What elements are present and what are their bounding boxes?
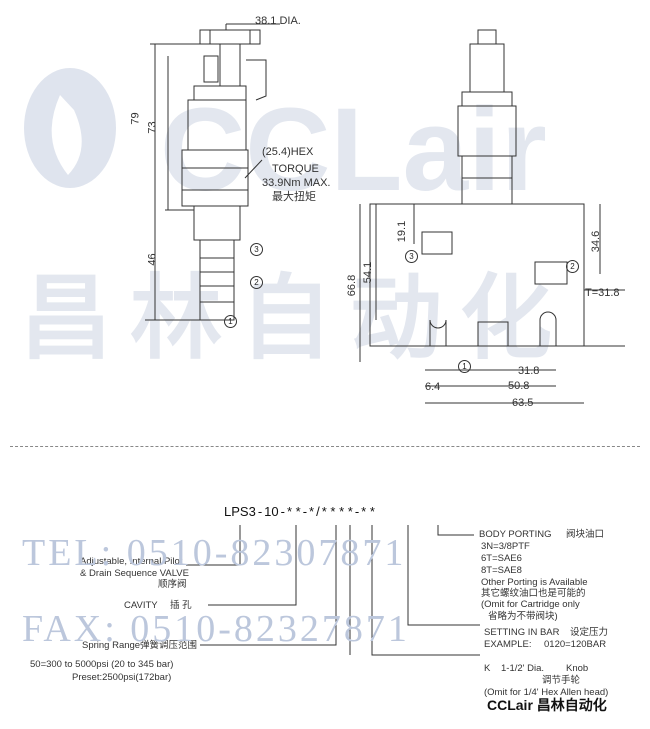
port-2-marker: 2 — [250, 276, 263, 289]
dim-34-6: 34.6 — [590, 230, 603, 253]
body-port-2-marker: 2 — [566, 260, 579, 273]
valve-type-cn: 顺序阀 — [158, 579, 187, 590]
torque-label: TORQUE — [272, 163, 319, 175]
body-porting-label: BODY PORTING — [479, 529, 552, 540]
spring-range-50: 50=300 to 5000psi (20 to 345 bar) — [30, 659, 174, 670]
setting-cn: 设定压力 — [570, 627, 609, 638]
watermark-tel: TEL: 0510-82307871 — [22, 532, 407, 574]
cartridge-drawing — [145, 23, 280, 321]
code-slash: / — [316, 504, 320, 519]
omit-hex: (Omit for 1/4' Hex Allen head) — [484, 687, 609, 698]
omit-cartridge-cn: 省略为不带阀块) — [488, 611, 558, 622]
cavity-cn: 插 孔 — [170, 600, 192, 611]
spring-range-label: Spring Range — [82, 640, 141, 651]
dim-63-5: 63.5 — [512, 397, 534, 409]
dim-6-4: 6.4 — [425, 381, 441, 393]
dim-19-1: 19.1 — [396, 220, 409, 243]
code-sep: - — [302, 504, 308, 519]
torque-cn: 最大扭矩 — [272, 191, 316, 203]
ordering-code: LPS3 - 10 - * * - * / * * * * - * * — [224, 504, 375, 519]
code-sep: - — [354, 504, 360, 519]
hex-label: (25.4)HEX — [262, 146, 314, 158]
dim-54-1: 54.1 — [362, 261, 375, 284]
code-spring: * * — [286, 504, 301, 519]
other-porting: Other Porting is Available — [481, 577, 588, 588]
dim-46: 46 — [146, 253, 159, 266]
code-cavity: 10 — [264, 504, 279, 519]
port-option-3n: 3N=3/8PTF — [481, 541, 530, 552]
code-leader-lines — [186, 525, 480, 656]
svg-text:昌林自动化: 昌林自动化 — [20, 265, 570, 372]
knob-word: Knob — [566, 663, 589, 674]
cavity-label: CAVITY — [124, 600, 158, 611]
dim-66-8: 66.8 — [346, 274, 359, 297]
knob-dia: 1-1/2' Dia. — [501, 663, 545, 674]
omit-cartridge: (Omit for Cartridge only — [481, 599, 580, 610]
dim-73: 73 — [146, 121, 159, 134]
body-drawing — [359, 29, 625, 404]
body-porting-cn: 阀块油口 — [566, 529, 605, 540]
body-port-1-marker: 1 — [458, 360, 471, 373]
section-divider — [10, 446, 640, 447]
dim-79: 79 — [129, 112, 142, 125]
valve-type-line1: Adjustable, Internal Pilot — [80, 556, 183, 567]
port-option-6t: 6T=SAE6 — [481, 553, 522, 564]
other-porting-cn: 其它螺纹油口也是可能的 — [481, 588, 586, 599]
watermark-fax: FAX: 0510-82327871 — [22, 608, 410, 650]
code-porting: * * — [361, 504, 375, 519]
setting-example: EXAMPLE: — [484, 639, 532, 650]
body-port-3-marker: 3 — [405, 250, 418, 263]
code-sep: - — [280, 504, 285, 519]
footer-brand: CCLair 昌林自动化 — [487, 697, 607, 713]
dim-50-8: 50.8 — [508, 380, 530, 392]
port-3-marker: 3 — [250, 243, 263, 256]
spring-range-cn: 弹簧调压范围 — [140, 640, 198, 651]
code-model: LPS3 — [224, 504, 256, 519]
knob-cn: 调节手轮 — [542, 675, 581, 686]
torque-value: 33.9Nm MAX. — [262, 177, 331, 189]
spring-preset: Preset:2500psi(172bar) — [72, 672, 172, 683]
knob-k: K — [484, 663, 491, 674]
code-sep: - — [257, 504, 263, 519]
code-setting: * * * * — [321, 504, 353, 519]
dim-31-8: 31.8 — [518, 365, 540, 377]
code-knob: * — [309, 504, 315, 519]
knob-dia-label: 38.1 DIA. — [255, 15, 301, 27]
valve-type-line2: & Drain Sequence VALVE — [80, 568, 189, 579]
port-1-marker: 1 — [224, 315, 237, 328]
setting-label: SETTING IN BAR — [484, 627, 560, 638]
setting-example-value: 0120=120BAR — [544, 639, 607, 650]
dim-t: T=31.8 — [585, 287, 620, 299]
port-option-8t: 8T=SAE8 — [481, 565, 522, 576]
